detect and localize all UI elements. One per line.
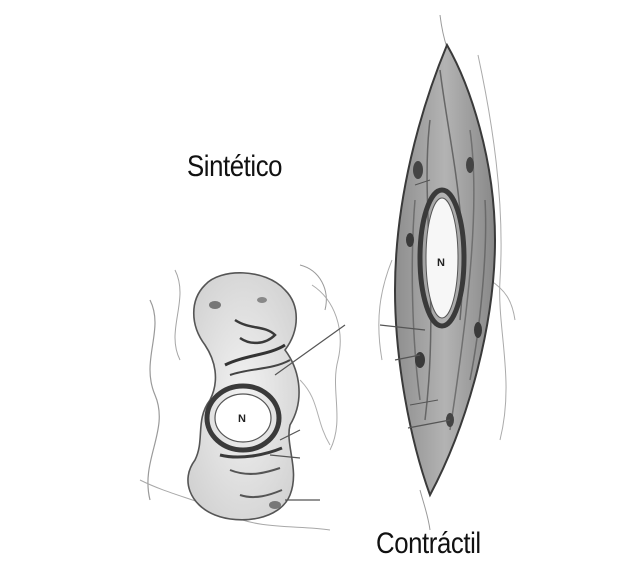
dense-body (466, 157, 474, 173)
matrix-fiber (312, 285, 340, 450)
dense-body (413, 161, 423, 179)
matrix-fiber (379, 260, 392, 360)
contractile-cell: N (379, 15, 515, 530)
contractile-phenotype-label: Contráctil (376, 527, 481, 561)
contractile-nucleus-label: N (437, 257, 445, 269)
dense-body (474, 322, 482, 338)
golgi-vesicle (269, 501, 281, 509)
matrix-fiber (175, 270, 180, 360)
golgi-vesicle (209, 301, 221, 309)
synthetic-phenotype-label: Sintético (187, 150, 282, 184)
matrix-fiber (300, 380, 330, 445)
dense-body (406, 233, 414, 247)
matrix-fiber (300, 265, 326, 310)
synthetic-nucleus-label: N (238, 413, 246, 425)
matrix-fiber (148, 300, 159, 500)
golgi-vesicle (257, 297, 267, 303)
dense-body (415, 352, 425, 368)
synthetic-cell: N (140, 265, 345, 530)
matrix-fiber (490, 280, 515, 320)
matrix-fiber (420, 490, 430, 530)
